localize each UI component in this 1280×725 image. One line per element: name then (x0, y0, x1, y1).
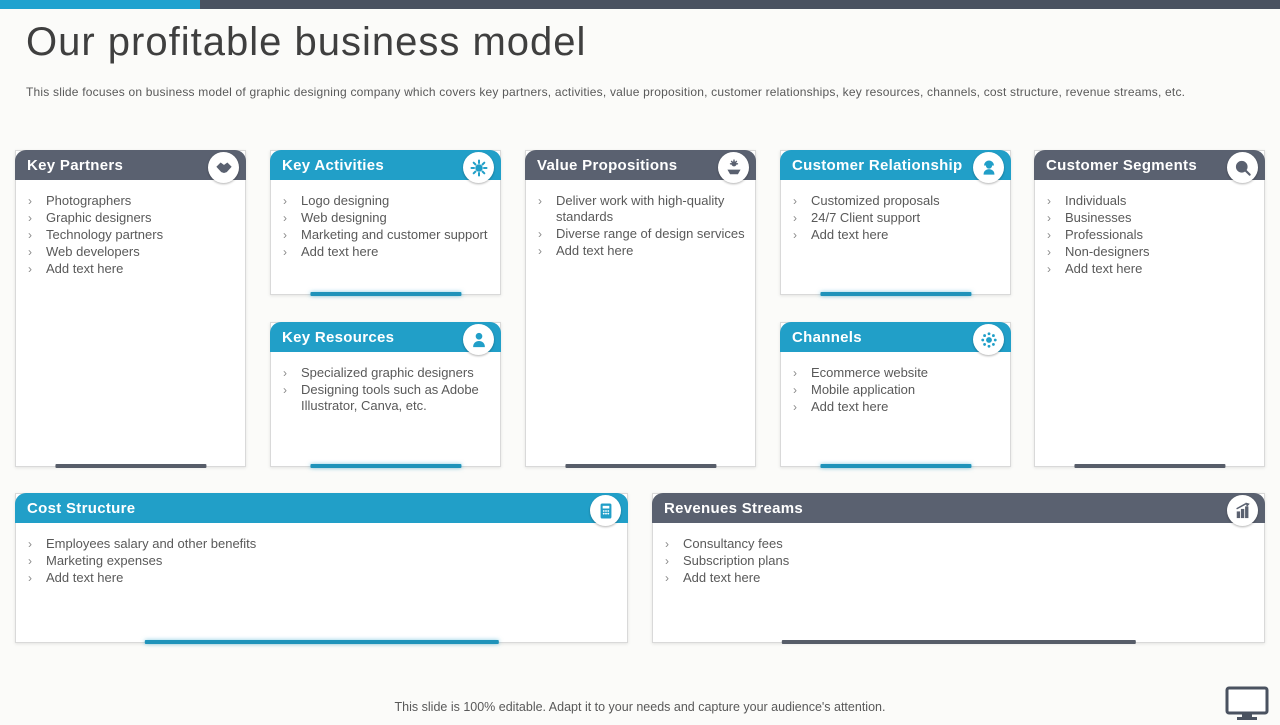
card-header: Customer Relationship (780, 150, 1011, 183)
card-title: Key Partners (27, 156, 124, 174)
card-value-propositions: Value Propositions Deliver work with hig… (525, 150, 756, 468)
card-revenues-streams: Revenues Streams Consultancy fees Subscr… (652, 493, 1265, 644)
card-key-activities: Key Activities Logo designing Web design… (270, 150, 501, 296)
card-header: Value Propositions (525, 150, 756, 183)
list-item: 24/7 Client support (789, 210, 1000, 226)
card-customer-relationship: Customer Relationship Customized proposa… (780, 150, 1011, 296)
list-item: Mobile application (789, 382, 1000, 398)
card-channels: Channels Ecommerce website Mobile applic… (780, 322, 1011, 468)
list-item: Marketing expenses (24, 553, 617, 569)
list-item: Add text here (661, 570, 1254, 586)
card-header: Channels (780, 322, 1011, 355)
list-item: Photographers (24, 193, 235, 209)
card-header: Key Resources (270, 322, 501, 355)
card-title: Revenues Streams (664, 499, 804, 517)
monitor-icon (1224, 686, 1270, 720)
card-item-list: Logo designing Web designing Marketing a… (279, 193, 490, 260)
network-icon (973, 324, 1004, 355)
card-header: Key Activities (270, 150, 501, 183)
card-title: Cost Structure (27, 499, 136, 517)
card-key-partners: Key Partners Photographers Graphic desig… (15, 150, 246, 468)
card-cost-structure: Cost Structure Employees salary and othe… (15, 493, 628, 644)
card-accent-bar (1073, 464, 1226, 468)
page-title: Our profitable business model (26, 20, 587, 64)
card-title: Customer Segments (1046, 156, 1197, 174)
list-item: Web designing (279, 210, 490, 226)
page-subtitle: This slide focuses on business model of … (26, 85, 1186, 99)
list-item: Add text here (534, 243, 745, 259)
list-item: Marketing and customer support (279, 227, 490, 243)
list-item: Add text here (24, 261, 235, 277)
card-item-list: Individuals Businesses Professionals Non… (1043, 193, 1254, 277)
list-item: Add text here (279, 244, 490, 260)
list-item: Consultancy fees (661, 536, 1254, 552)
card-accent-bar (564, 464, 717, 468)
list-item: Professionals (1043, 227, 1254, 243)
list-item: Individuals (1043, 193, 1254, 209)
card-item-list: Photographers Graphic designers Technolo… (24, 193, 235, 277)
list-item: Designing tools such as Adobe Illustrato… (279, 382, 490, 414)
list-item: Graphic designers (24, 210, 235, 226)
list-item: Add text here (789, 227, 1000, 243)
card-header: Key Partners (15, 150, 246, 183)
audience-search-icon (1227, 152, 1258, 183)
card-accent-bar (309, 292, 462, 296)
card-key-resources: Key Resources Specialized graphic design… (270, 322, 501, 468)
list-item: Specialized graphic designers (279, 365, 490, 381)
list-item: Add text here (789, 399, 1000, 415)
person-icon (463, 324, 494, 355)
card-item-list: Consultancy fees Subscription plans Add … (661, 536, 1254, 586)
list-item: Add text here (1043, 261, 1254, 277)
card-title: Channels (792, 328, 862, 346)
card-customer-segments: Customer Segments Individuals Businesses… (1034, 150, 1265, 468)
list-item: Add text here (24, 570, 617, 586)
card-accent-bar (144, 640, 499, 644)
card-title: Key Resources (282, 328, 395, 346)
card-accent-bar (781, 640, 1136, 644)
list-item: Subscription plans (661, 553, 1254, 569)
calculator-icon (590, 495, 621, 526)
card-title: Key Activities (282, 156, 385, 174)
hand-offering-icon (718, 152, 749, 183)
card-item-list: Ecommerce website Mobile application Add… (789, 365, 1000, 415)
list-item: Employees salary and other benefits (24, 536, 617, 552)
card-accent-bar (309, 464, 462, 468)
card-title: Customer Relationship (792, 156, 963, 174)
card-accent-bar (819, 464, 972, 468)
list-item: Logo designing (279, 193, 490, 209)
list-item: Technology partners (24, 227, 235, 243)
list-item: Deliver work with high-quality standards (534, 193, 745, 225)
list-item: Web developers (24, 244, 235, 260)
card-header: Cost Structure (15, 493, 628, 526)
card-header: Revenues Streams (652, 493, 1265, 526)
list-item: Customized proposals (789, 193, 1000, 209)
handshake-icon (208, 152, 239, 183)
card-item-list: Customized proposals 24/7 Client support… (789, 193, 1000, 243)
card-item-list: Specialized graphic designers Designing … (279, 365, 490, 414)
top-bar (0, 0, 1280, 9)
list-item: Non-designers (1043, 244, 1254, 260)
revenue-chart-icon (1227, 495, 1258, 526)
card-item-list: Employees salary and other benefits Mark… (24, 536, 617, 586)
card-title: Value Propositions (537, 156, 678, 174)
card-item-list: Deliver work with high-quality standards… (534, 193, 745, 259)
support-person-icon (973, 152, 1004, 183)
gear-icon (463, 152, 494, 183)
list-item: Ecommerce website (789, 365, 1000, 381)
list-item: Businesses (1043, 210, 1254, 226)
card-accent-bar (819, 292, 972, 296)
card-header: Customer Segments (1034, 150, 1265, 183)
footer-note: This slide is 100% editable. Adapt it to… (394, 700, 886, 714)
list-item: Diverse range of design services (534, 226, 745, 242)
top-bar-accent (0, 0, 200, 9)
card-accent-bar (54, 464, 207, 468)
